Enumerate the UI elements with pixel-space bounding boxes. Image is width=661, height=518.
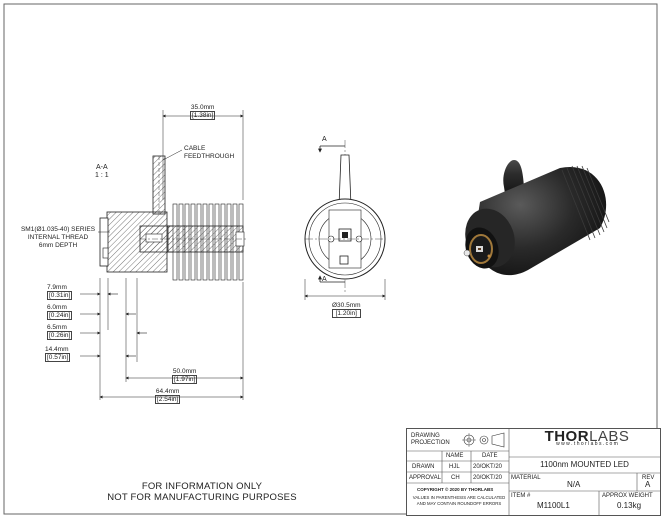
projection-symbol-icon (462, 432, 505, 448)
part-title: 1100nm MOUNTED LED (540, 460, 629, 469)
thread-callout-line2: INTERNAL THREAD (27, 234, 89, 241)
thread-callout: SM1(Ø1.035-40) SERIES INTERNAL THREAD 6m… (12, 226, 104, 250)
cable-callout-line2: FEEDTHROUGH (184, 153, 235, 160)
dim-60-in: [0.24in] (47, 311, 73, 320)
drawing-projection-label: DRAWING PROJECTION (411, 433, 450, 447)
approval-date: 20/OKT/20 (473, 475, 503, 481)
section-arrow-top-label: A (322, 136, 327, 143)
iso-render (463, 160, 610, 276)
website: w w w . t h o r l a b s . c o m (556, 441, 618, 447)
dim-65: 6.5mm [0.26in] (47, 324, 73, 340)
brand-logo: THORLABS w w w . t h o r l a b s . c o m (537, 429, 637, 447)
disclaimer: VALUES IN PARENTHESIS ARE CALCULATED AND… (410, 495, 508, 507)
dim-644-in: [2.54in] (155, 395, 181, 404)
dim-top-width-in: [1.38in] (190, 111, 216, 120)
weight-label: APPROX WEIGHT (602, 493, 653, 499)
dim-500-mm: 50.0mm (172, 368, 197, 375)
dim-79-mm: 7.9mm (47, 284, 67, 291)
cable-callout-line1: CABLE (184, 145, 206, 152)
dim-500-in: [1.97in] (172, 375, 198, 384)
brand-main: THOR (544, 428, 590, 445)
copyright: COPYRIGHT © 2020 BY THORLABS (417, 487, 494, 492)
drawing-projection-line1: DRAWING (411, 433, 440, 439)
cable-callout: CABLE FEEDTHROUGH (184, 145, 234, 161)
dim-644-mm: 64.4mm (155, 388, 180, 395)
drawn-label: DRAWN (412, 464, 435, 470)
name-header: NAME (446, 453, 464, 459)
drawn-name: HJL (449, 464, 460, 470)
brand-light: LABS (589, 428, 630, 445)
rev-value: A (645, 480, 651, 489)
dim-500: 50.0mm [1.97in] (172, 368, 198, 384)
dim-65-in: [0.26in] (47, 331, 73, 340)
dim-60: 6.0mm [0.24in] (47, 304, 73, 320)
dim-65-mm: 6.5mm (47, 324, 67, 331)
info-notice: FOR INFORMATION ONLY NOT FOR MANUFACTURI… (107, 481, 297, 503)
dim-79-in: [0.31in] (47, 291, 73, 300)
approval-name: CH (451, 475, 460, 481)
drawing-projection-line2: PROJECTION (411, 440, 450, 446)
rev-label: REV (642, 475, 655, 481)
section-arrow-bottom-label: A (322, 276, 327, 283)
info-notice-line1: FOR INFORMATION ONLY (141, 481, 263, 492)
dim-top-width-mm: 35.0mm (190, 104, 215, 111)
weight-value: 0.13kg (617, 501, 642, 510)
dim-644: 64.4mm [2.54in] (155, 388, 181, 404)
thread-callout-line1: SM1(Ø1.035-40) SERIES (20, 226, 96, 233)
dim-144-in: [0.57in] (45, 353, 71, 362)
approval-label: APPROVAL (409, 475, 441, 481)
title-block: DRAWING PROJECTION NAME DATE DRAWN HJL 2… (406, 428, 661, 516)
item-value: M1100L1 (537, 501, 570, 510)
drawn-date: 20/OKT/20 (473, 464, 503, 470)
dim-79: 7.9mm [0.31in] (47, 284, 73, 300)
section-view (80, 110, 246, 400)
dim-diameter: Ø30.5mm [1.20in] (332, 302, 361, 318)
dim-top-width: 35.0mm [1.38in] (190, 104, 216, 120)
material-value: N/A (567, 480, 581, 489)
disclaimer-line1: VALUES IN PARENTHESIS ARE CALCULATED (412, 495, 506, 500)
dim-144-mm: 14.4mm (45, 346, 69, 353)
section-scale: 1 : 1 (95, 172, 109, 179)
title-block-grid (407, 429, 660, 515)
item-label: ITEM # (511, 493, 531, 499)
dim-60-mm: 6.0mm (47, 304, 67, 311)
disclaimer-line2: AND MAY CONTAIN ROUNDOFF ERRORS (416, 501, 502, 506)
front-view (304, 140, 386, 300)
section-label: A-A 1 : 1 (95, 164, 109, 180)
thread-callout-line3: 6mm DEPTH (38, 242, 78, 249)
dim-diameter-mm: Ø30.5mm (332, 302, 361, 309)
date-header: DATE (482, 453, 498, 459)
dim-diameter-in: [1.20in] (332, 309, 361, 318)
section-name: A-A (95, 164, 108, 171)
dim-144: 14.4mm [0.57in] (45, 346, 71, 362)
info-notice-line2: NOT FOR MANUFACTURING PURPOSES (107, 492, 297, 503)
sheet-border (3, 3, 658, 515)
material-label: MATERIAL (511, 475, 541, 481)
